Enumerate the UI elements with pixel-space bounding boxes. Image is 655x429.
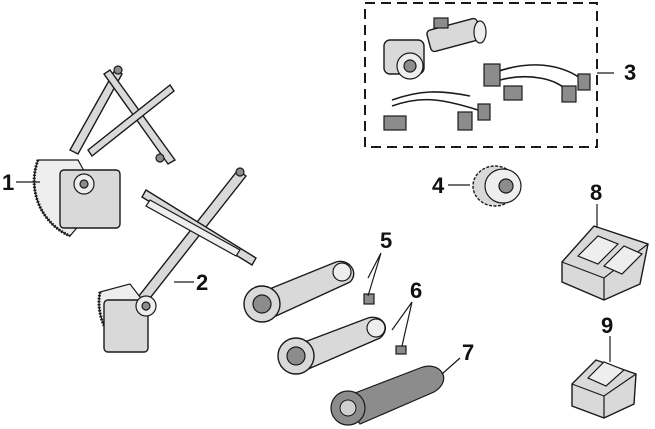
leader-6 [391, 301, 413, 347]
callout-2: 2 [196, 270, 208, 295]
callout-4: 4 [432, 173, 445, 198]
window-regulator-left [32, 65, 177, 238]
leader-5 [367, 252, 382, 297]
crank-handle-a [243, 260, 375, 323]
window-motor [383, 17, 487, 80]
callout-1: 1 [2, 170, 14, 195]
callout-9: 9 [601, 313, 613, 338]
callout-3: 3 [624, 60, 636, 85]
crank-handle-b [277, 316, 407, 375]
motor-wire-harness-a [383, 91, 491, 131]
motor-kit-dashed-box [364, 2, 598, 148]
regulator-gear [472, 165, 522, 207]
motor-wire-harness-b [483, 63, 591, 103]
crank-handle-c [330, 365, 445, 426]
window-regulator-right [97, 167, 257, 353]
callout-7: 7 [462, 340, 474, 365]
leader-7 [441, 357, 461, 375]
callout-8: 8 [590, 180, 602, 205]
window-switch-single [571, 359, 637, 419]
callout-6: 6 [410, 278, 422, 303]
window-switch-double [561, 225, 649, 301]
callout-5: 5 [380, 228, 392, 253]
